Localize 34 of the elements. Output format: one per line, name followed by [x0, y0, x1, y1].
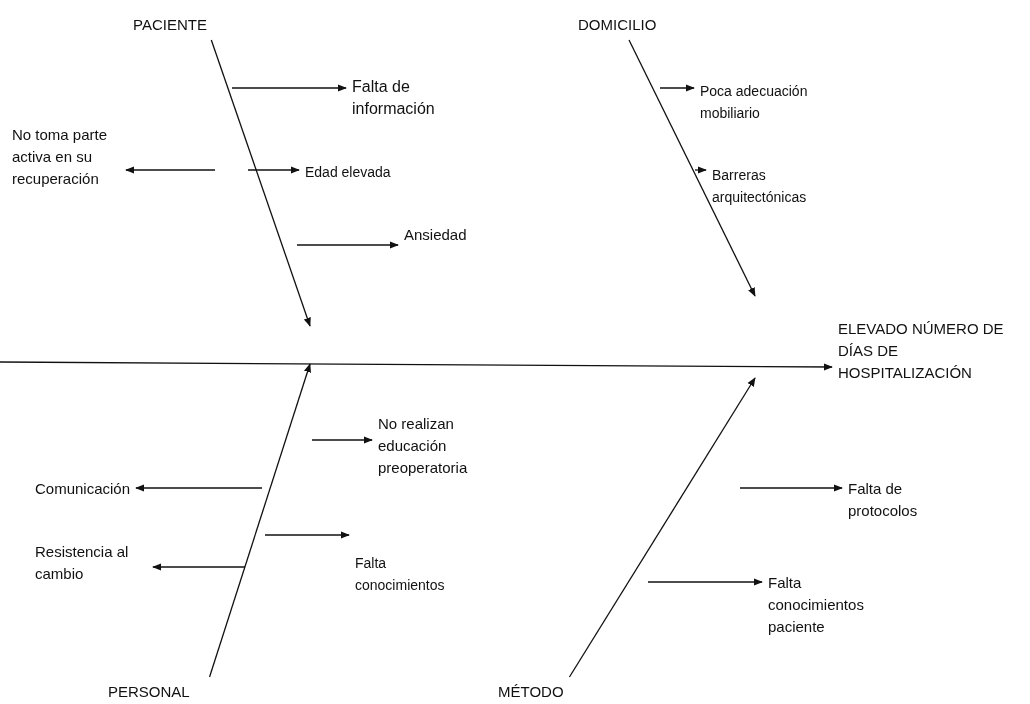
cause-label: Comunicación	[35, 478, 131, 500]
cause-label: PACIENTE	[133, 14, 207, 36]
arrow	[125, 166, 216, 174]
cause-label: Falta de información	[352, 76, 467, 120]
cause-label: No toma parte activa en su recuperación	[12, 124, 120, 190]
cause-label: PERSONAL	[108, 681, 190, 703]
arrow	[659, 84, 695, 92]
cause-label: Falta conocimientos	[355, 552, 475, 596]
arrow	[296, 241, 399, 249]
cause-label: Falta de protocolos	[848, 478, 943, 522]
arrow	[739, 484, 843, 492]
arrow	[264, 531, 350, 539]
cause-label: Barreras arquitectónicas	[712, 164, 842, 208]
cause-label: Edad elevada	[305, 161, 391, 183]
cause-label: DOMICILIO	[578, 14, 657, 36]
arrow	[135, 484, 263, 492]
arrow	[247, 166, 300, 174]
arrow	[647, 578, 763, 586]
cause-label: Resistencia al cambio	[35, 541, 147, 585]
arrow	[694, 166, 707, 174]
arrow	[231, 84, 347, 92]
arrow	[0, 361, 833, 371]
cause-label: No realizan educación preoperatoria	[378, 413, 518, 479]
cause-label: Ansiedad	[404, 224, 467, 246]
cause-label: ELEVADO NÚMERO DE DÍAS DE HOSPITALIZACIÓN	[838, 318, 1018, 384]
arrow	[208, 363, 311, 678]
arrow	[311, 436, 373, 444]
arrow	[628, 39, 756, 297]
arrow	[152, 563, 246, 571]
cause-label: Poca adecuación mobiliario	[700, 80, 820, 124]
arrow	[568, 377, 756, 678]
arrow	[210, 39, 311, 327]
cause-label: Falta conocimientos paciente	[768, 572, 888, 638]
cause-label: MÉTODO	[498, 681, 564, 703]
